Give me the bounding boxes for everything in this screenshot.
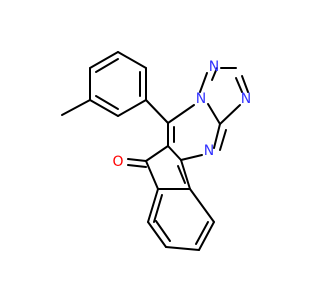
bond-n-c-fused: [219, 104, 241, 125]
bond-fb-inner-2: [195, 221, 209, 245]
bond-c-fused: [180, 159, 191, 190]
bond-benzene-inner-1: [95, 58, 119, 73]
bond-benzene-2: [89, 51, 119, 69]
bond-c-n: [241, 75, 249, 93]
fused-benzene-ring: [147, 188, 215, 251]
bond-c-c-ring: [167, 145, 182, 161]
bond-c-fused-inner: [177, 165, 186, 184]
bond-c-n2: [213, 123, 221, 149]
bond-fb-inner-1: [155, 220, 171, 242]
bond-carbonyl-o: [127, 158, 147, 162]
bond-c-n-inner: [235, 77, 243, 93]
bond-c-n2-inner: [219, 129, 227, 151]
bond-n-n-inner: [211, 67, 218, 81]
bond-fb-2: [147, 221, 167, 248]
bond-fb-4: [198, 221, 215, 251]
molecule-diagram: N N N N O: [61, 51, 252, 251]
bond-methyl: [61, 99, 91, 116]
atom-n2: N: [209, 59, 219, 75]
atom-n4: N: [204, 143, 214, 159]
bond-n1-c: [207, 103, 221, 125]
bond-benzene-6: [89, 99, 119, 117]
bond-fb-1: [147, 188, 159, 223]
tolyl-group: [61, 51, 169, 124]
bond-n1-n: [199, 72, 208, 93]
atom-o1: O: [112, 154, 123, 170]
bond-c-carbonyl: [145, 145, 169, 162]
bond-fb-3: [165, 246, 200, 251]
bond-carbonyl-o-inner: [127, 164, 147, 168]
bond-n2-c: [180, 154, 203, 161]
bond-benzene-3: [117, 51, 147, 69]
triazole-ring: [199, 67, 249, 125]
bond-benzene-5: [117, 99, 147, 117]
pyrimidine-ring: [167, 103, 227, 161]
indenone-ring: [127, 145, 191, 190]
bond-fb-inner-3: [153, 194, 163, 223]
bond-fb-5: [189, 188, 215, 223]
atom-n3: N: [241, 91, 251, 107]
bond-carbonyl-benz: [145, 160, 159, 190]
bond-aryl-link: [145, 99, 169, 124]
bond-benzene-inner-3: [95, 95, 119, 110]
bond-c-n1: [167, 104, 195, 124]
structure-svg: N N N N O: [61, 51, 251, 251]
atom-n1: N: [196, 91, 206, 107]
